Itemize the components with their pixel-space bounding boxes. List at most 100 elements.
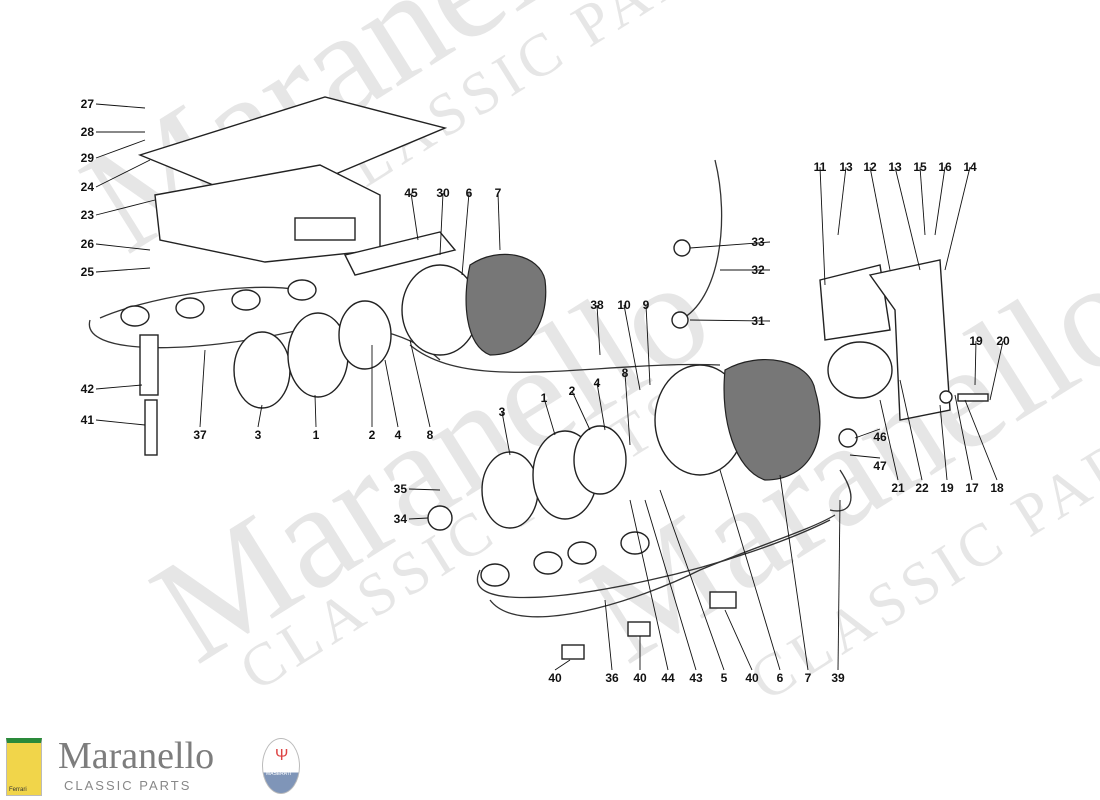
- cable-38: [409, 344, 721, 373]
- callout-part-29[interactable]: 29: [81, 151, 95, 165]
- cable-32: [679, 159, 723, 321]
- parts-drawing: [88, 96, 989, 660]
- callout-part-34[interactable]: 34: [394, 512, 408, 526]
- gasket-3: [233, 331, 291, 409]
- callout-part-13[interactable]: 13: [839, 160, 853, 174]
- callout-part-11[interactable]: 11: [814, 160, 827, 174]
- callout-part-18[interactable]: 18: [990, 481, 1004, 495]
- callout-leader-line: [944, 166, 971, 271]
- callout-leader-line: [604, 599, 613, 671]
- callout-part-36[interactable]: 36: [605, 671, 619, 685]
- callout-part-45[interactable]: 45: [404, 186, 418, 200]
- callout-part-1[interactable]: 1: [541, 391, 548, 405]
- callout-part-23[interactable]: 23: [81, 208, 95, 222]
- clip-40a: [561, 644, 585, 660]
- callout-leader-line: [939, 404, 948, 481]
- callout-leader-line: [554, 659, 571, 671]
- callout-part-10[interactable]: 10: [617, 298, 631, 312]
- callout-part-38[interactable]: 38: [590, 298, 604, 312]
- callout-part-1[interactable]: 1: [313, 428, 320, 442]
- trident-icon: Ψ: [275, 747, 289, 764]
- callout-leader-line: [837, 499, 841, 671]
- callout-part-2[interactable]: 2: [569, 384, 576, 398]
- clip-40b: [627, 621, 651, 637]
- callout-part-6[interactable]: 6: [777, 671, 784, 685]
- callout-part-42[interactable]: 42: [81, 382, 95, 396]
- callout-leader-line: [596, 304, 601, 356]
- callout-part-44[interactable]: 44: [661, 671, 675, 685]
- callout-part-40[interactable]: 40: [745, 671, 759, 685]
- callout-leader-line: [314, 394, 317, 428]
- callout-part-12[interactable]: 12: [863, 160, 877, 174]
- callout-part-31[interactable]: 31: [751, 314, 765, 328]
- callout-leader-line: [659, 489, 725, 671]
- callout-part-4[interactable]: 4: [594, 376, 601, 390]
- clip-40c: [709, 591, 737, 609]
- callout-leader-line: [571, 390, 591, 431]
- callout-leader-line: [543, 397, 556, 436]
- callout-part-14[interactable]: 14: [963, 160, 977, 174]
- callout-part-8[interactable]: 8: [622, 366, 629, 380]
- callout-part-32[interactable]: 32: [751, 263, 765, 277]
- callout-leader-line: [837, 166, 847, 236]
- callout-part-7[interactable]: 7: [805, 671, 812, 685]
- callout-part-3[interactable]: 3: [499, 405, 506, 419]
- sensor-33: [673, 239, 691, 257]
- callout-leader-line: [644, 499, 697, 671]
- spark-caps-right: [480, 531, 650, 587]
- callout-part-13[interactable]: 13: [888, 160, 902, 174]
- callout-leader-line: [95, 267, 151, 273]
- callout-leader-line: [819, 166, 826, 286]
- callout-part-19[interactable]: 19: [969, 334, 983, 348]
- callout-part-35[interactable]: 35: [394, 482, 408, 496]
- callout-part-40[interactable]: 40: [633, 671, 647, 685]
- callout-part-16[interactable]: 16: [938, 160, 952, 174]
- callout-part-27[interactable]: 27: [81, 97, 95, 111]
- callout-part-41[interactable]: 41: [81, 413, 95, 427]
- callout-leader-line: [989, 340, 1004, 401]
- callout-part-39[interactable]: 39: [831, 671, 845, 685]
- callout-part-22[interactable]: 22: [915, 481, 929, 495]
- callout-part-2[interactable]: 2: [369, 428, 376, 442]
- cable-39: [829, 469, 852, 512]
- callout-part-7[interactable]: 7: [495, 186, 502, 200]
- callout-part-25[interactable]: 25: [81, 265, 95, 279]
- callout-part-21[interactable]: 21: [891, 481, 905, 495]
- callout-part-17[interactable]: 17: [965, 481, 979, 495]
- callout-part-46[interactable]: 46: [873, 430, 887, 444]
- callout-part-33[interactable]: 33: [751, 235, 765, 249]
- callout-part-4[interactable]: 4: [395, 428, 402, 442]
- callout-leader-line: [95, 419, 146, 426]
- callout-leader-line: [689, 241, 771, 249]
- hose-37b: [99, 286, 301, 319]
- callout-part-6[interactable]: 6: [466, 186, 473, 200]
- callout-part-37[interactable]: 37: [193, 428, 207, 442]
- callout-part-19[interactable]: 19: [940, 481, 954, 495]
- callout-part-5[interactable]: 5: [721, 671, 728, 685]
- callout-leader-line: [95, 199, 156, 216]
- callout-part-47[interactable]: 47: [873, 459, 887, 473]
- callout-part-43[interactable]: 43: [689, 671, 703, 685]
- callout-part-28[interactable]: 28: [81, 125, 95, 139]
- callout-part-9[interactable]: 9: [643, 298, 650, 312]
- callout-part-40[interactable]: 40: [548, 671, 562, 685]
- callout-part-8[interactable]: 8: [427, 428, 434, 442]
- sensor-31: [671, 311, 689, 329]
- callout-leader-line: [623, 304, 641, 391]
- callout-leader-line: [719, 469, 781, 671]
- callout-leader-line: [934, 166, 946, 236]
- callout-part-3[interactable]: 3: [255, 428, 262, 442]
- plug-41: [144, 399, 158, 456]
- callout-part-20[interactable]: 20: [996, 334, 1010, 348]
- gasket-3b: [481, 451, 539, 529]
- callout-part-30[interactable]: 30: [436, 186, 450, 200]
- callout-part-15[interactable]: 15: [913, 160, 927, 174]
- callout-leader-line: [596, 382, 606, 431]
- callout-leader-line: [95, 159, 151, 188]
- callout-part-24[interactable]: 24: [81, 180, 95, 194]
- ecu-unit: [154, 164, 381, 263]
- callout-part-26[interactable]: 26: [81, 237, 95, 251]
- callout-leader-line: [964, 399, 998, 481]
